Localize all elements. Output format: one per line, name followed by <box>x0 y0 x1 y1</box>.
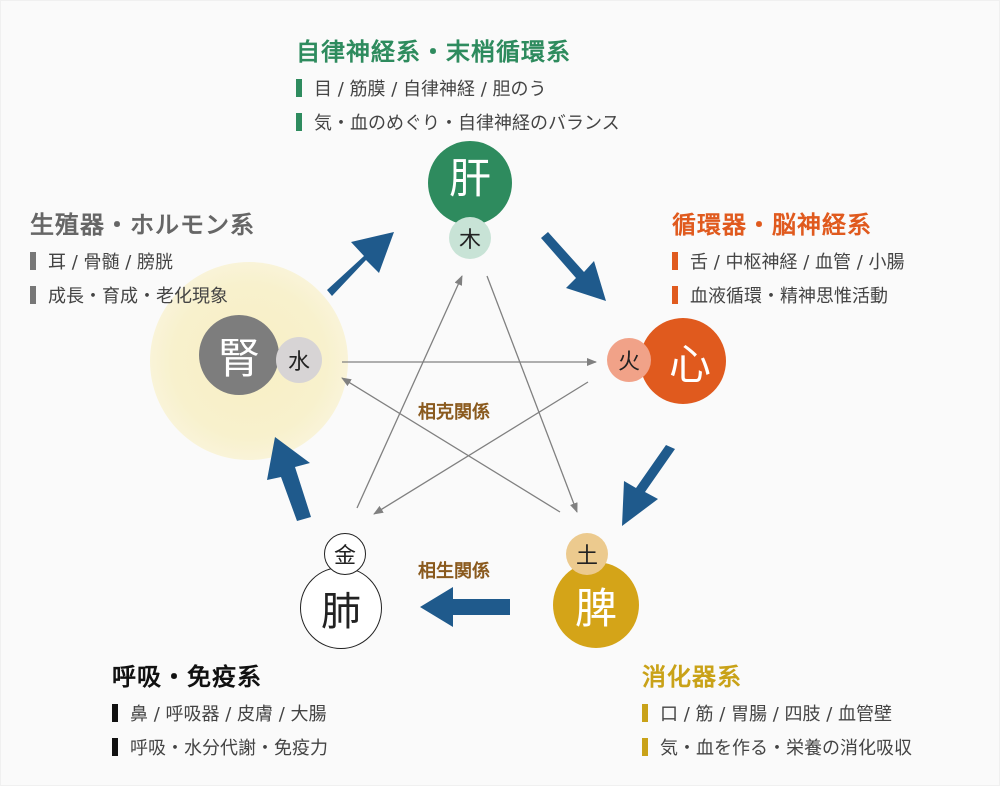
list-item: 成長・育成・老化現象 <box>30 282 255 308</box>
kidney-system-title: 生殖器・ホルモン系 <box>30 211 255 239</box>
list-item: 呼吸・水分代謝・免疫力 <box>112 734 328 760</box>
liver-system-group: 自律神経系・末梢循環系 目 / 筋膜 / 自律神経 / 胆のう 気・血のめぐり・… <box>296 32 620 135</box>
fire-element-circle: 火 <box>607 338 651 382</box>
kidney-system-group: 生殖器・ホルモン系 耳 / 骨髄 / 膀胱 成長・育成・老化現象 <box>30 205 255 308</box>
kidney-organ-circle: 腎 <box>199 315 279 395</box>
liver-system-title: 自律神経系・末梢循環系 <box>296 38 571 66</box>
list-item: 血液循環・精神思惟活動 <box>672 282 905 308</box>
sokoku-label: 相克関係 <box>418 402 490 423</box>
sokoku-arrow-liver-spleen <box>486 275 578 513</box>
sosei-arrow-heart-spleen <box>622 445 675 526</box>
sokoku-arrow-spleen-kidney <box>341 377 561 513</box>
metal-element-circle: 金 <box>324 533 366 575</box>
list-item: 耳 / 骨髄 / 膀胱 <box>30 248 255 274</box>
lung-organ-circle: 肺 <box>300 567 382 649</box>
sokoku-arrow-lung-liver <box>356 275 463 509</box>
sosei-arrow-spleen-lung <box>420 587 510 627</box>
list-item: 気・血のめぐり・自律神経のバランス <box>296 109 620 135</box>
heart-system-title: 循環器・脳神経系 <box>672 211 872 239</box>
sosei-arrow-lung-kidney <box>267 437 311 521</box>
wood-element-circle: 木 <box>449 217 491 259</box>
lung-system-title: 呼吸・免疫系 <box>112 663 262 691</box>
spleen-system-title: 消化器系 <box>642 663 742 691</box>
heart-organ-circle: 心 <box>640 318 726 404</box>
liver-organ-circle: 肝 <box>428 141 512 225</box>
lung-system-group: 呼吸・免疫系 鼻 / 呼吸器 / 皮膚 / 大腸 呼吸・水分代謝・免疫力 <box>112 657 328 760</box>
heart-system-group: 循環器・脳神経系 舌 / 中枢神経 / 血管 / 小腸 血液循環・精神思惟活動 <box>672 205 905 308</box>
list-item: 舌 / 中枢神経 / 血管 / 小腸 <box>672 248 905 274</box>
spleen-organ-circle: 脾 <box>553 562 639 648</box>
water-element-circle: 水 <box>276 337 322 383</box>
sosei-arrow-liver-heart <box>541 232 606 301</box>
list-item: 鼻 / 呼吸器 / 皮膚 / 大腸 <box>112 700 328 726</box>
sosei-arrow-kidney-liver <box>327 232 394 296</box>
sokoku-arrow-heart-lung <box>373 381 589 515</box>
list-item: 気・血を作る・栄養の消化吸収 <box>642 734 912 760</box>
earth-element-circle: 土 <box>566 533 608 575</box>
list-item: 目 / 筋膜 / 自律神経 / 胆のう <box>296 75 620 101</box>
spleen-system-group: 消化器系 口 / 筋 / 胃腸 / 四肢 / 血管壁 気・血を作る・栄養の消化吸… <box>642 657 912 760</box>
sosei-label: 相生関係 <box>418 561 490 582</box>
list-item: 口 / 筋 / 胃腸 / 四肢 / 血管壁 <box>642 700 912 726</box>
